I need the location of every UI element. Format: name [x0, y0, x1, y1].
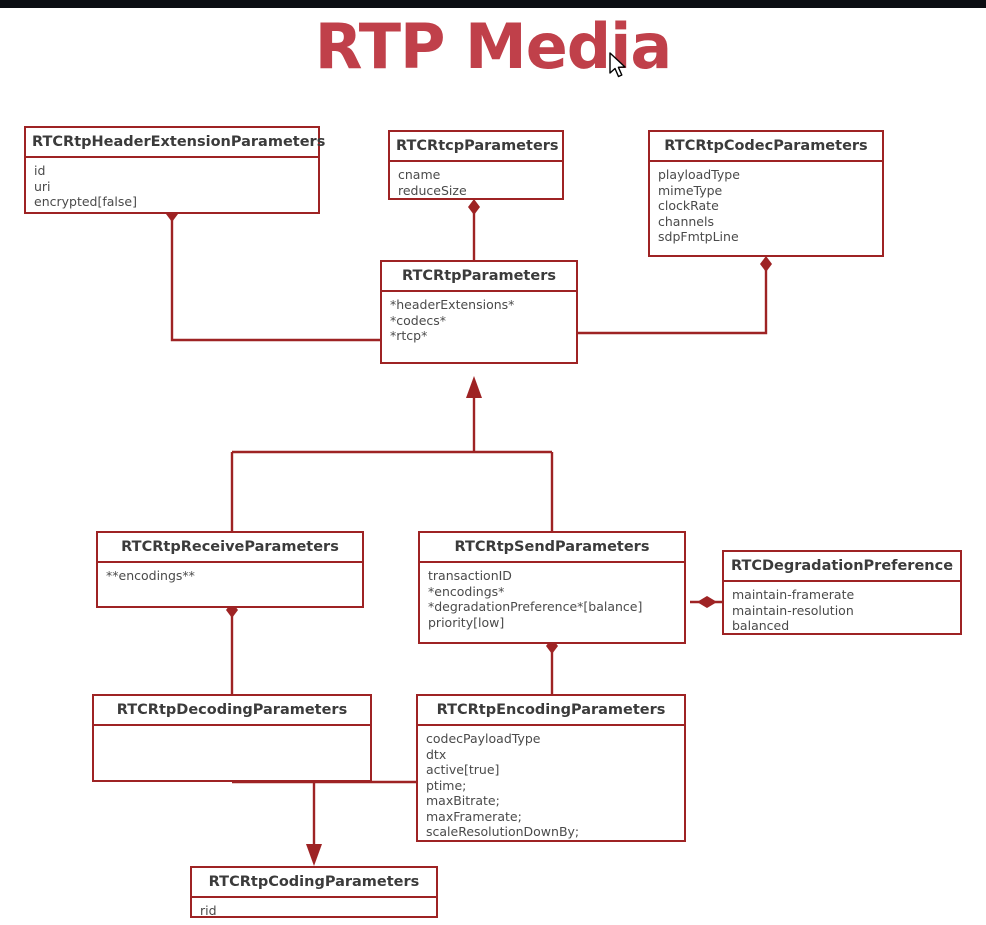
class-attributes: transactionID *encodings* *degradationPr… — [420, 563, 684, 636]
class-attributes: playloadType mimeType clockRate channels… — [650, 162, 882, 251]
attribute: *encodings* — [428, 583, 505, 599]
attribute: scaleResolutionDownBy; — [426, 824, 580, 839]
attribute: channels — [658, 213, 714, 229]
attribute: *codecs* — [390, 312, 447, 328]
class-title: RTCRtpReceiveParameters — [98, 533, 362, 563]
class-title: RTCDegradationPreference — [724, 552, 960, 582]
attribute: transactionID — [428, 568, 512, 583]
edge-codec-rtpparameters — [578, 268, 768, 335]
class-title: RTCRtpEncodingParameters — [418, 696, 684, 726]
attribute: maxBitrate; — [426, 793, 500, 808]
attribute: balanced — [732, 618, 790, 633]
edge-headerextension-rtpparameters — [170, 218, 380, 342]
attribute: maintain-framerate — [732, 587, 855, 602]
attribute: uri — [34, 178, 51, 194]
class-box-degradation[interactable]: RTCDegradationPreference maintain-framer… — [722, 550, 962, 635]
class-box-codec[interactable]: RTCRtpCodecParameters playloadType mimeT… — [648, 130, 884, 257]
class-attributes: **encodings** — [98, 563, 362, 590]
attribute: maintain-resolution — [732, 602, 854, 618]
class-title: RTCRtpSendParameters — [420, 533, 684, 563]
class-box-receive[interactable]: RTCRtpReceiveParameters **encodings** — [96, 531, 364, 608]
class-attributes: cname reduceSize — [390, 162, 562, 204]
attribute: ptime; — [426, 777, 467, 793]
diamond-codec — [760, 256, 772, 272]
arrow-generalization-coding — [306, 844, 322, 866]
attribute: mimeType — [658, 182, 723, 198]
page-title: RTP Media — [314, 10, 673, 83]
class-box-encoding[interactable]: RTCRtpEncodingParameters codecPayloadTyp… — [416, 694, 686, 842]
attribute: dtx — [426, 746, 447, 762]
attribute: maxFramerate; — [426, 808, 522, 824]
attribute: clockRate — [658, 198, 719, 213]
class-box-rtp-parameters[interactable]: RTCRtpParameters *headerExtensions* *cod… — [380, 260, 578, 364]
class-box-coding[interactable]: RTCRtpCodingParameters rid — [190, 866, 438, 918]
class-box-rtcp[interactable]: RTCRtcpParameters cname reduceSize — [388, 130, 564, 200]
attribute: *degradationPreference*[balance] — [428, 599, 643, 614]
class-attributes: id uri encrypted[false] — [26, 158, 318, 216]
attribute: rid — [200, 903, 217, 918]
attribute: **encodings** — [106, 568, 195, 583]
class-title: RTCRtpParameters — [382, 262, 576, 292]
attribute: sdpFmtpLine — [658, 229, 739, 244]
top-black-bar — [0, 0, 986, 8]
diamond-send-degradation — [697, 596, 717, 608]
class-attributes: maintain-framerate maintain-resolution b… — [724, 582, 960, 640]
attribute: priority[low] — [428, 614, 505, 630]
class-title: RTCRtpCodingParameters — [192, 868, 436, 898]
class-box-decoding[interactable]: RTCRtpDecodingParameters — [92, 694, 372, 782]
attribute: playloadType — [658, 167, 740, 182]
class-title: RTCRtpDecodingParameters — [94, 696, 370, 726]
edge-generalization-trunk — [230, 382, 554, 534]
attribute: active[true] — [426, 762, 500, 777]
class-title: RTCRtcpParameters — [390, 132, 562, 162]
attribute: encrypted[false] — [34, 194, 137, 209]
class-attributes: *headerExtensions* *codecs* *rtcp* — [382, 292, 576, 350]
class-box-header-extension[interactable]: RTCRtpHeaderExtensionParameters id uri e… — [24, 126, 325, 216]
attribute: id — [34, 163, 46, 178]
class-box-send[interactable]: RTCRtpSendParameters transactionID *enco… — [418, 531, 686, 644]
attribute: reduceSize — [398, 182, 467, 198]
class-title: RTCRtpHeaderExtensionParameters — [26, 128, 325, 158]
arrow-generalization-rtpparameters — [466, 376, 482, 398]
attribute: cname — [398, 167, 441, 182]
class-title: RTCRtpCodecParameters — [650, 132, 882, 162]
attribute: codecPayloadType — [426, 731, 541, 746]
class-attributes: codecPayloadType dtx active[true] ptime;… — [418, 726, 684, 846]
class-attributes: rid — [192, 898, 436, 925]
attribute: *headerExtensions* — [390, 297, 515, 312]
attribute: *rtcp* — [390, 328, 428, 343]
